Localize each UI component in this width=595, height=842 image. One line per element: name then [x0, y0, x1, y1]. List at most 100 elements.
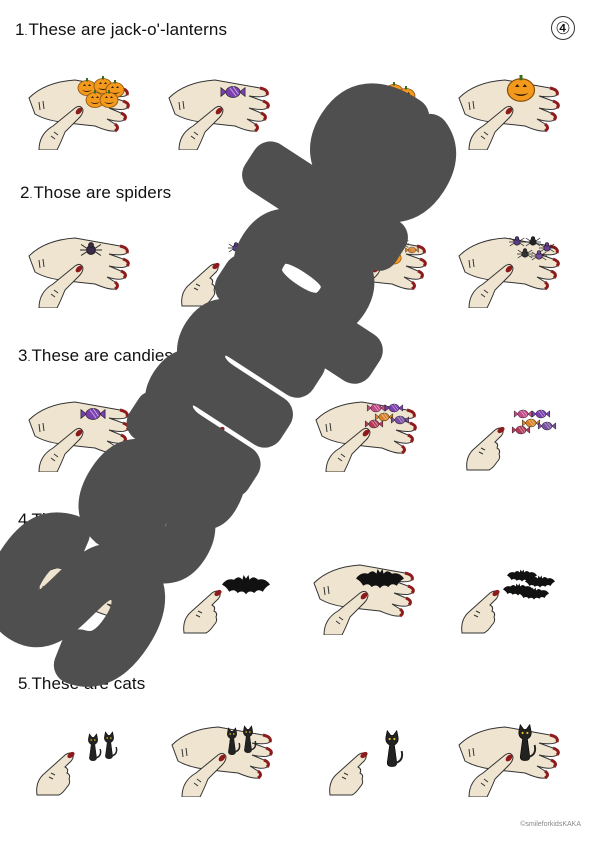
- candy-icon: [390, 415, 410, 425]
- cat-icon: [518, 723, 537, 761]
- spider-icon: [508, 236, 526, 247]
- sentence-text: Those are spiders: [33, 183, 172, 202]
- candy-icon: [537, 421, 557, 431]
- candy-icon: [220, 86, 246, 98]
- item-number: 2: [20, 183, 30, 202]
- sentence-text: These are jack-o'-lanterns: [28, 20, 228, 39]
- jack-o-lantern-group-illustration: [323, 82, 416, 149]
- holding-hand: [171, 726, 273, 797]
- holding-hand: [28, 401, 130, 472]
- cat-icon: [243, 725, 257, 753]
- sentence-text: These are cats: [31, 674, 146, 693]
- candy-icon: [364, 419, 384, 429]
- picture: [310, 553, 420, 635]
- picture: [455, 226, 565, 308]
- picture: [175, 390, 285, 472]
- pointing-hand: [461, 589, 500, 634]
- picture: [455, 68, 565, 150]
- jack-o-lantern-icon: [378, 238, 394, 253]
- item-number: 1: [15, 20, 25, 39]
- pointing-hand: [36, 751, 75, 796]
- spider-icon: [530, 250, 548, 261]
- picture: [312, 390, 422, 472]
- copyright-credit: ©smileforkidsKAKA: [520, 821, 581, 828]
- cat-icon: [88, 733, 102, 761]
- bat-icon: [222, 575, 270, 595]
- picture: [165, 68, 275, 150]
- spider-icon: [395, 238, 409, 248]
- picture: [170, 226, 280, 308]
- candy-icon: [384, 403, 404, 413]
- candy-icon: [513, 409, 533, 419]
- cat-icon: [385, 729, 404, 767]
- pointing-hand: [181, 262, 220, 307]
- bat-illustration: [183, 575, 270, 634]
- spider-icon: [243, 242, 261, 253]
- spider-group-illustration: [181, 242, 275, 307]
- bat-icon: [519, 587, 549, 600]
- bat-illustration: [313, 564, 415, 635]
- spider-illustration: [28, 237, 130, 308]
- jack-o-lantern-icon: [99, 90, 119, 108]
- holding-hand: [458, 726, 560, 797]
- item-number: 3: [18, 346, 28, 365]
- cat-illustration: [329, 729, 404, 796]
- bat-group-illustration: [461, 569, 555, 634]
- bat-icon: [96, 569, 126, 582]
- candy-icon: [531, 409, 551, 419]
- sentence-heading: 2.Those are spiders: [20, 183, 172, 202]
- picture: [25, 226, 135, 308]
- candy-icon: [374, 412, 394, 422]
- sentence-heading: 4.These are bats: [18, 510, 147, 529]
- pointing-hand: [323, 104, 362, 149]
- candy-icon: [366, 403, 386, 413]
- spider-icon: [257, 248, 275, 259]
- sentence-heading: 3.These are candies: [18, 346, 174, 365]
- spider-icon: [79, 242, 103, 256]
- jack-o-lantern-icon: [386, 250, 402, 265]
- jack-o-lantern-icon: [85, 90, 105, 108]
- pointing-hand: [466, 426, 505, 471]
- picture: [168, 715, 278, 797]
- holding-hand: [325, 237, 427, 308]
- bat-group-illustration: [28, 563, 130, 635]
- holding-hand: [315, 401, 417, 472]
- cat-icon: [227, 727, 241, 755]
- spider-icon: [249, 256, 267, 267]
- candy-illustration: [28, 401, 130, 472]
- jack-o-lantern-icon: [368, 84, 388, 102]
- picture: [25, 553, 135, 635]
- picture: [25, 390, 135, 472]
- picture: [455, 715, 565, 797]
- picture: [25, 68, 135, 150]
- jack-o-lantern-icon: [506, 75, 536, 102]
- candy-group-illustration: [315, 401, 417, 472]
- cat-group-illustration: [36, 731, 118, 796]
- holding-hand: [458, 237, 560, 308]
- picture: [455, 390, 565, 472]
- picture: [322, 226, 432, 308]
- jack-o-lantern-icon: [376, 96, 396, 114]
- picture: [312, 68, 422, 150]
- picture: [318, 715, 428, 797]
- page-number: ④: [551, 16, 575, 40]
- spider-icon: [227, 242, 245, 253]
- mixed-halloween-group-illustration: [325, 237, 427, 308]
- jack-o-lantern-icon: [390, 96, 410, 114]
- pointing-hand: [329, 751, 368, 796]
- bat-icon: [525, 575, 555, 588]
- spider-icon: [524, 236, 542, 247]
- holding-hand: [28, 237, 130, 308]
- picture: [25, 715, 135, 797]
- sentence-text: These are bats: [31, 510, 147, 529]
- holding-hand: [168, 79, 270, 150]
- bat-icon: [356, 569, 404, 589]
- pointing-hand: [183, 589, 222, 634]
- picture: [172, 553, 282, 635]
- spider-icon: [538, 242, 556, 253]
- candy-group-illustration: [466, 409, 557, 471]
- picture: [450, 553, 560, 635]
- sentence-text: These are candies: [31, 346, 174, 365]
- sentence-heading: 5.These are cats: [18, 674, 146, 693]
- sentence-heading: 1.These are jack-o'-lanterns: [15, 20, 228, 39]
